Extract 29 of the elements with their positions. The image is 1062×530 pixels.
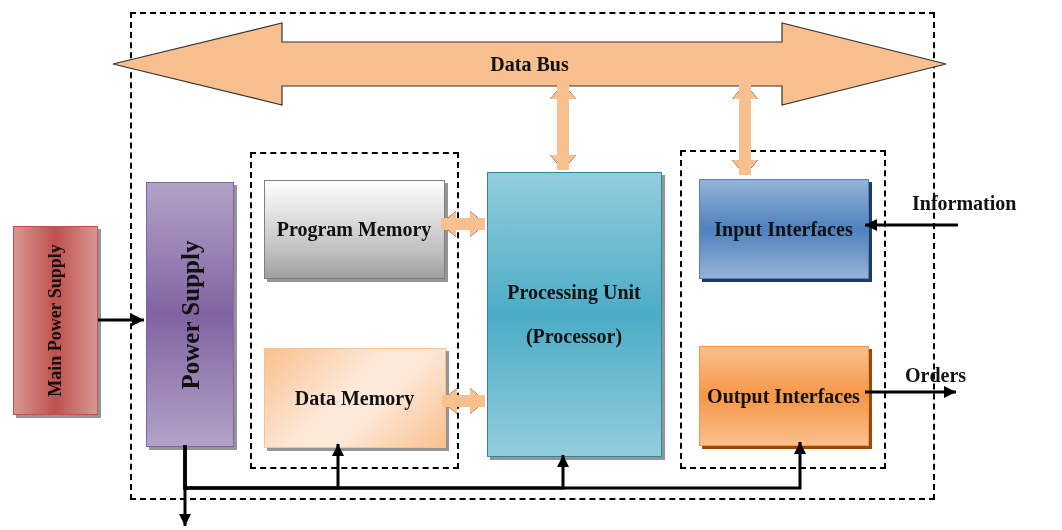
bus-arrow xyxy=(732,84,758,175)
bus-arrow xyxy=(550,84,576,170)
box-label: (Processor) xyxy=(525,324,623,349)
interface-group-boundary xyxy=(680,150,886,469)
main-power-box xyxy=(13,226,98,415)
box-label: Data Memory xyxy=(294,385,415,411)
bus-arrow xyxy=(442,388,485,414)
box-label: Power Supply xyxy=(174,240,205,389)
arrow xyxy=(98,314,144,326)
interface-box xyxy=(699,346,869,446)
signal-label: Orders xyxy=(905,363,967,388)
memory-group-boundary xyxy=(250,152,459,469)
box-label: Processing Unit xyxy=(507,280,641,305)
box-label: Program Memory xyxy=(276,217,432,242)
box-label: Input Interfaces xyxy=(714,216,853,242)
interface-box xyxy=(699,179,869,279)
processor-box xyxy=(487,172,662,457)
arrow xyxy=(865,219,958,231)
power-supply-box xyxy=(146,182,234,447)
memory-box xyxy=(264,180,445,279)
box-label: Main Power Supply xyxy=(43,244,66,397)
memory-box xyxy=(264,348,446,448)
bus-arrow xyxy=(441,211,485,237)
bus-label: Data Bus xyxy=(490,52,569,77)
arrow xyxy=(865,386,956,398)
signal-label: Information xyxy=(912,191,1017,216)
box-label: Output Interfaces xyxy=(707,383,860,409)
arrow xyxy=(179,445,191,526)
data-bus-arrow xyxy=(112,22,947,106)
